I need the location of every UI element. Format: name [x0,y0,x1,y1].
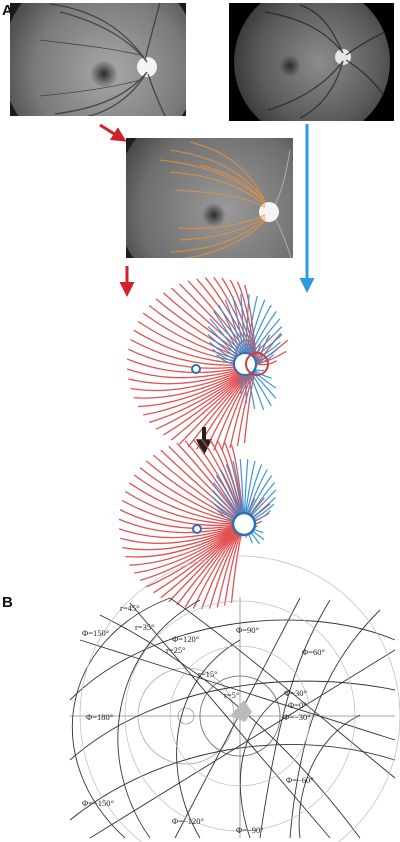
r-label: r=25° [166,645,186,655]
fovea-marker [191,364,201,374]
panel-label-a: A [2,2,13,19]
phi-label: Φ=180° [86,712,113,722]
combined-traces-aligned [118,438,277,610]
red-trace [120,523,245,544]
phi-label: Φ=−60° [286,775,314,785]
red-trace [134,523,245,574]
red-trace [133,474,245,525]
red-trace [196,278,258,365]
red-trace [176,442,245,525]
combined-traces-unaligned [126,277,289,451]
red-trace [139,467,245,525]
red-trace [121,499,245,527]
red-trace [125,490,245,525]
fovea-marker-aligned [192,524,202,534]
fundus-image-right [229,3,394,121]
phi-label: Φ=150° [82,628,109,638]
phi-label: Φ=0° [288,700,307,710]
red-trace [122,523,245,551]
red-trace [236,281,258,365]
optic-disc-sector [230,700,252,722]
red-trace [118,523,245,539]
red-trace [129,482,245,525]
red-trace [129,523,245,566]
phi-label: Φ=−150° [82,798,114,808]
r-label: r=15° [198,669,218,679]
panel-label-b: B [2,594,13,611]
arrow-red-to-overlay [99,123,127,142]
optic-disc-red [245,352,269,376]
phi-label: Φ=−90° [236,825,264,835]
r-label: r=45° [120,603,140,613]
red-trace [119,509,245,530]
r-label: r=5° [224,690,239,700]
red-trace [125,523,245,558]
red-trace [213,277,258,365]
phi-label: Φ=−120° [172,816,204,826]
optic-disc-aligned [231,511,257,537]
phi-label: Φ=30° [284,688,307,698]
phi-label: Φ=120° [172,634,199,644]
phi-label: Φ=−30° [283,712,311,722]
phi-label: Φ=90° [236,625,259,635]
fundus-image-left [10,3,186,116]
polar-grid: Φ=90° Φ=60° Φ=120° Φ=150° Φ=30° Φ=0° Φ=1… [69,555,400,842]
r-label: r=35° [135,622,155,632]
fundus-overlay [126,138,293,258]
red-trace [152,454,245,525]
red-trace [118,518,245,534]
phi-label: Φ=60° [302,647,325,657]
